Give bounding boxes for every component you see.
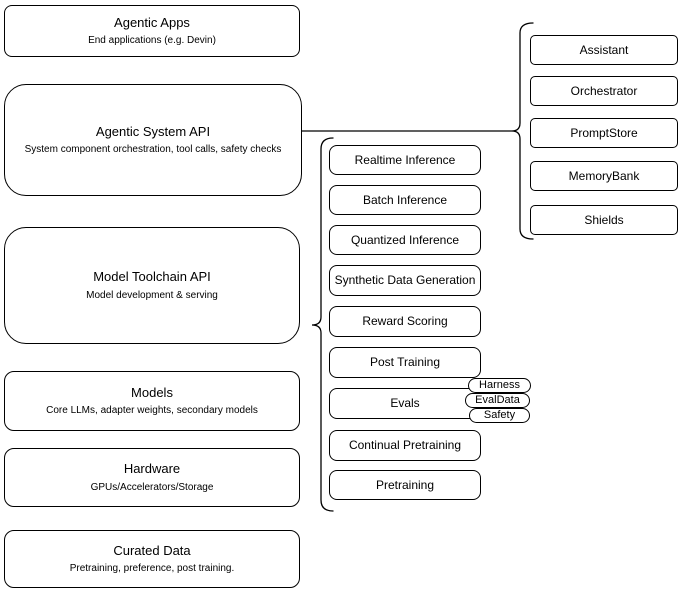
- node-assistant: Assistant: [530, 35, 678, 65]
- node-title: Models: [131, 384, 173, 400]
- node-models: Models Core LLMs, adapter weights, secon…: [4, 371, 300, 431]
- tag-label: Harness: [479, 379, 520, 391]
- node-label: Orchestrator: [570, 83, 638, 98]
- tag-evaldata: EvalData: [465, 393, 530, 408]
- node-label: Post Training: [369, 355, 441, 370]
- node-title: Model Toolchain API: [93, 269, 211, 285]
- node-subtitle: Model development & serving: [86, 289, 218, 301]
- node-batch-inference: Batch Inference: [329, 185, 481, 215]
- node-agentic-apps: Agentic Apps End applications (e.g. Devi…: [4, 5, 300, 57]
- node-label: Quantized Inference: [350, 232, 460, 247]
- node-evals: Evals: [329, 388, 481, 419]
- bracket-toolchain-items: [311, 137, 334, 512]
- node-pretraining: Pretraining: [329, 470, 481, 500]
- node-continual-pretraining: Continual Pretraining: [329, 430, 481, 461]
- node-hardware: Hardware GPUs/Accelerators/Storage: [4, 448, 300, 507]
- node-orchestrator: Orchestrator: [530, 76, 678, 106]
- node-memorybank: MemoryBank: [530, 161, 678, 191]
- node-curated-data: Curated Data Pretraining, preference, po…: [4, 530, 300, 588]
- node-subtitle: GPUs/Accelerators/Storage: [90, 481, 214, 493]
- node-label: MemoryBank: [568, 168, 640, 183]
- node-subtitle: Pretraining, preference, post training.: [69, 563, 235, 575]
- node-title: Hardware: [123, 461, 181, 477]
- node-label: Synthetic Data Generation: [334, 273, 476, 288]
- node-title: Agentic System API: [95, 123, 211, 139]
- node-label: Evals: [390, 396, 420, 411]
- tag-label: Safety: [483, 409, 516, 421]
- node-title: Agentic Apps: [114, 14, 190, 30]
- node-realtime-inference: Realtime Inference: [329, 145, 481, 175]
- node-label: PromptStore: [570, 125, 638, 140]
- tag-safety: Safety: [469, 408, 530, 423]
- tag-label: EvalData: [475, 394, 520, 406]
- node-synthetic-data-generation: Synthetic Data Generation: [329, 265, 481, 296]
- node-quantized-inference: Quantized Inference: [329, 225, 481, 255]
- node-subtitle: System component orchestration, tool cal…: [24, 144, 282, 156]
- node-label: Continual Pretraining: [348, 438, 462, 453]
- node-post-training: Post Training: [329, 347, 481, 378]
- node-title: Curated Data: [113, 542, 191, 558]
- node-label: Shields: [584, 212, 624, 227]
- node-subtitle: Core LLMs, adapter weights, secondary mo…: [46, 405, 258, 417]
- node-subtitle: End applications (e.g. Devin): [88, 35, 216, 47]
- node-promptstore: PromptStore: [530, 118, 678, 148]
- node-label: Assistant: [579, 42, 629, 57]
- node-shields: Shields: [530, 205, 678, 235]
- node-label: Reward Scoring: [362, 314, 448, 329]
- tag-harness: Harness: [468, 378, 531, 393]
- bracket-system-components: [511, 22, 534, 240]
- node-agentic-system-api: Agentic System API System component orch…: [4, 84, 302, 196]
- node-label: Realtime Inference: [354, 152, 456, 167]
- node-model-toolchain-api: Model Toolchain API Model development & …: [4, 227, 300, 344]
- node-reward-scoring: Reward Scoring: [329, 306, 481, 337]
- node-label: Pretraining: [375, 477, 435, 492]
- node-label: Batch Inference: [362, 192, 448, 207]
